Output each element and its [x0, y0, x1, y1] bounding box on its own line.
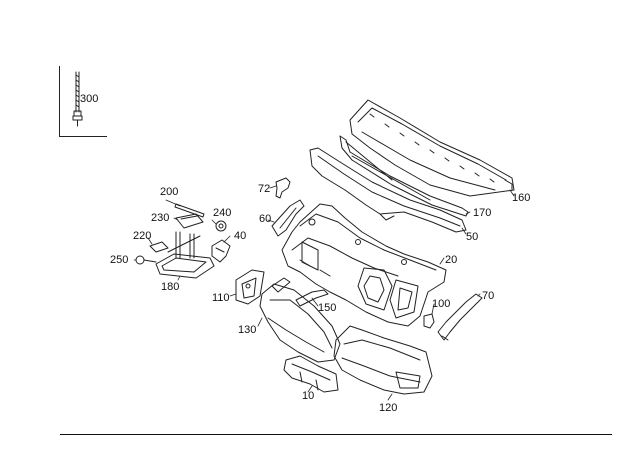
small-bracket-shape: [271, 199, 305, 237]
inset-bolt-shape: [72, 71, 83, 127]
part-label-10[interactable]: 10: [302, 390, 315, 402]
part-label-300[interactable]: 300: [80, 93, 99, 105]
part-label-50[interactable]: 50: [466, 231, 479, 243]
bottom-divider: [60, 434, 612, 435]
strip-150-shape: [271, 277, 329, 307]
firewall-panel-shape: [281, 203, 447, 327]
lower-bracket-10-shape: [283, 355, 339, 393]
part-label-110[interactable]: 110: [212, 292, 230, 304]
part-label-180[interactable]: 180: [161, 281, 180, 293]
part-label-230[interactable]: 230: [151, 212, 170, 224]
part-label-100[interactable]: 100: [432, 298, 451, 310]
part-label-170[interactable]: 170: [473, 207, 492, 219]
part-label-220[interactable]: 220: [133, 230, 152, 242]
part-label-60[interactable]: 60: [259, 213, 272, 225]
part-label-150[interactable]: 150: [318, 302, 337, 314]
side-bracket-110-shape: [235, 269, 265, 305]
left-bracket-assembly-shape: [135, 203, 231, 279]
water-tray-130-shape: [259, 283, 341, 363]
cowl-grille-panel-shape: [349, 99, 515, 197]
clip-72-shape: [275, 177, 291, 199]
duct-120-shape: [333, 325, 433, 395]
leader-lines: [133, 185, 515, 401]
part-label-240[interactable]: 240: [213, 207, 232, 219]
seal-strip-shape: [339, 135, 469, 217]
inset-frame: [59, 66, 107, 137]
part-label-200[interactable]: 200: [160, 186, 179, 198]
part-label-70[interactable]: 70: [482, 290, 495, 302]
part-label-250[interactable]: 250: [110, 254, 129, 266]
part-label-120[interactable]: 120: [379, 402, 398, 414]
part-label-130[interactable]: 130: [238, 324, 257, 336]
part-label-160[interactable]: 160: [512, 192, 531, 204]
part-label-20[interactable]: 20: [445, 254, 458, 266]
clip-100-shape: [423, 313, 435, 329]
hose-70-shape: [437, 293, 483, 341]
part-label-72[interactable]: 72: [258, 183, 271, 195]
part-label-40[interactable]: 40: [234, 230, 247, 242]
cowl-lower-strip-shape: [309, 147, 467, 233]
